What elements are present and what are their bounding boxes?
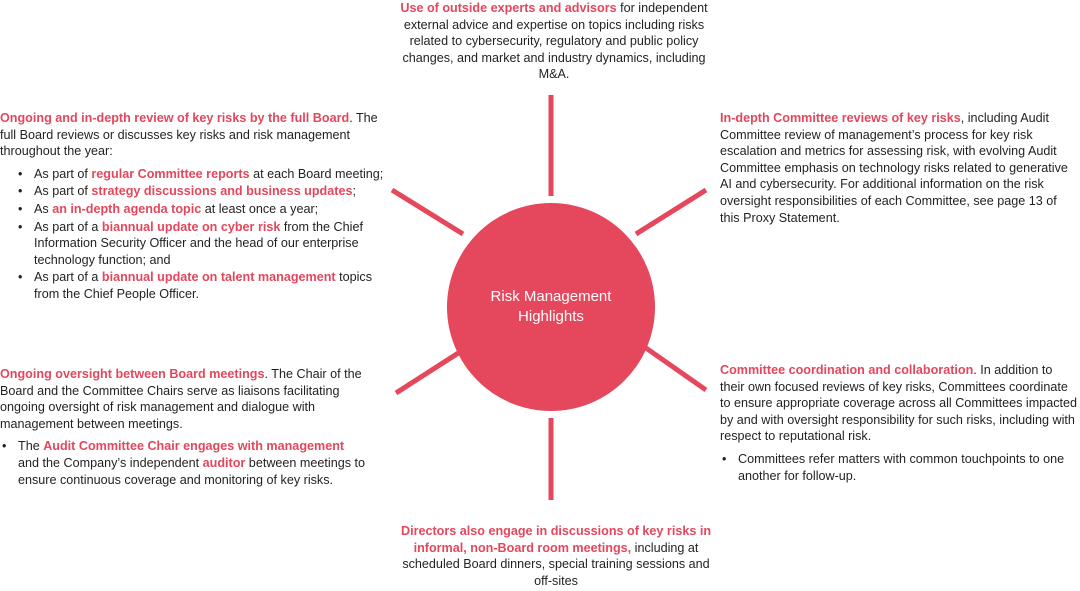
outside-experts-block: Use of outside experts and advisors for …: [395, 0, 713, 83]
list-item: The Audit Committee Chair engages with m…: [2, 438, 366, 488]
committee-coordination-text: . In addition to their own focused revie…: [720, 363, 1077, 444]
list-item: Committees refer matters with common tou…: [722, 451, 1078, 484]
informal-meetings-highlight: Directors also engage in discussions of …: [400, 524, 712, 555]
full-board-review-text: . The full Board reviews or discusses ke…: [0, 111, 378, 159]
full-board-review-highlight: Ongoing and in-depth review of key risks…: [0, 111, 350, 125]
risk-management-hub: Risk Management Highlights: [447, 203, 655, 411]
committee-reviews-block: In-depth Committee reviews of key risks,…: [720, 110, 1070, 226]
ongoing-oversight-block: Ongoing oversight between Board meetings…: [0, 366, 366, 489]
informal-meetings-text: including at scheduled Board dinners, sp…: [402, 540, 710, 588]
spoke-upper-right: [634, 187, 708, 237]
spoke-upper-left: [390, 187, 465, 237]
committee-reviews-text: , including Audit Committee review of ma…: [720, 111, 1068, 225]
hub-title-line2: Highlights: [518, 308, 584, 325]
list-item: As part of regular Committee reports at …: [18, 166, 384, 183]
full-board-review-bullets: As part of regular Committee reports at …: [0, 166, 384, 303]
outside-experts-text: for independent external advice and expe…: [402, 1, 708, 82]
informal-meetings-block: Directors also engage in discussions of …: [393, 523, 719, 589]
outside-experts-highlight: Use of outside experts and advisors: [400, 1, 617, 15]
list-item: As an in-depth agenda topic at least onc…: [18, 201, 384, 218]
ongoing-oversight-text: . The Chair of the Board and the Committ…: [0, 367, 362, 431]
committee-coordination-bullets: Committees refer matters with common tou…: [720, 451, 1078, 484]
list-item: As part of a biannual update on talent m…: [18, 269, 384, 302]
committee-reviews-highlight: In-depth Committee reviews of key risks: [720, 111, 961, 125]
list-item: As part of strategy discussions and busi…: [18, 183, 384, 200]
ongoing-oversight-highlight: Ongoing oversight between Board meetings: [0, 367, 265, 381]
full-board-review-block: Ongoing and in-depth review of key risks…: [0, 110, 384, 304]
committee-coordination-highlight: Committee coordination and collaboration: [720, 363, 974, 377]
ongoing-oversight-bullets: The Audit Committee Chair engages with m…: [0, 438, 366, 488]
spoke-lower-right: [644, 345, 708, 393]
list-item: As part of a biannual update on cyber ri…: [18, 219, 384, 269]
hub-title-line1: Risk Management: [490, 288, 612, 305]
spoke-lower-left: [394, 347, 465, 396]
committee-coordination-block: Committee coordination and collaboration…: [720, 362, 1078, 485]
